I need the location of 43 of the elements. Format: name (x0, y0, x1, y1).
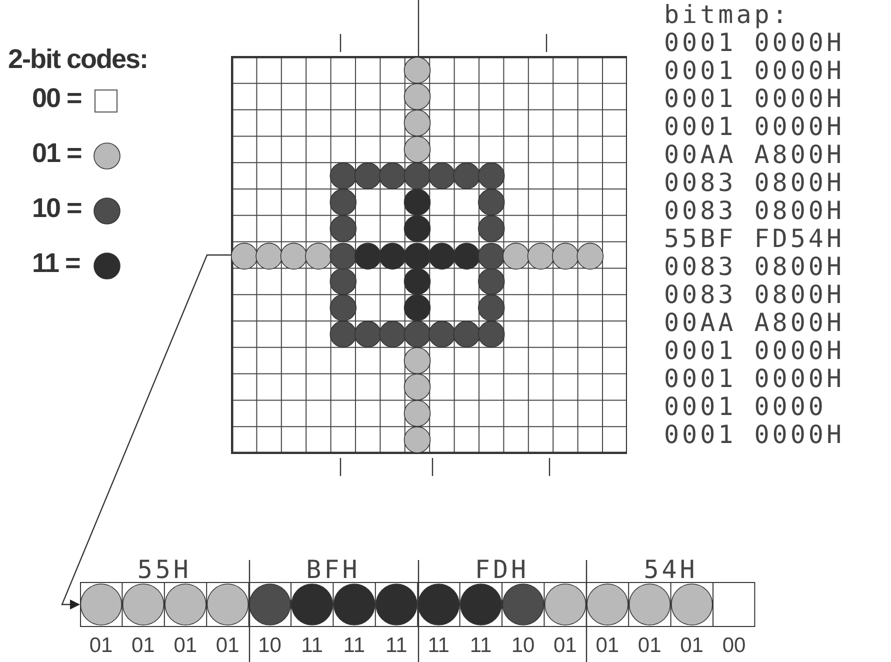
bit-code: 01 (130, 634, 156, 658)
hex-value: 0083 0800H (664, 253, 845, 281)
bit-code: 11 (384, 634, 408, 658)
hex-value: 00AA A800H (664, 141, 845, 169)
hex-value: 0001 0000 (664, 393, 826, 421)
legend-label: 00 = (32, 83, 82, 114)
bit-code: 01 (172, 634, 198, 658)
hex-value: 0083 0800H (664, 169, 845, 197)
legend-label: 01 = (32, 138, 82, 169)
hex-value: 0001 0000H (664, 29, 845, 57)
bit-code: 01 (679, 634, 704, 658)
legend-label: 11 = (32, 248, 80, 279)
legend-label: 10 = (32, 193, 82, 224)
bit-code: 01 (594, 634, 620, 658)
bit-code: 01 (552, 634, 578, 658)
bit-code: 01 (88, 634, 114, 658)
byte-value: BFH (305, 556, 362, 584)
hex-value: 0001 0000H (664, 85, 845, 113)
leader-arrow (61, 254, 232, 610)
byte-value: 54H (642, 556, 699, 584)
hex-value: 00AA A800H (664, 309, 845, 337)
legend-title: 2-bit codes: (8, 44, 148, 75)
bit-code: 11 (426, 634, 450, 658)
hex-value: 0001 0000H (664, 337, 845, 365)
bit-code: 11 (468, 634, 493, 658)
bit-code: 10 (257, 634, 282, 658)
bit-code: 00 (721, 634, 747, 658)
hex-value: 0001 0000H (664, 113, 845, 141)
byte-value: FDH (474, 556, 530, 584)
bit-code: 01 (636, 634, 662, 658)
bit-code: 01 (214, 634, 240, 658)
hex-value: 0083 0800H (664, 281, 845, 309)
hex-value: 0001 0000H (664, 421, 845, 449)
hex-value: 0001 0000H (664, 365, 845, 393)
byte-value: 55H (136, 556, 192, 584)
bit-code: 11 (300, 634, 324, 658)
hex-value: 0083 0800H (664, 197, 845, 225)
bit-code: 10 (510, 634, 536, 658)
bitmap-heading: bitmap: (664, 1, 790, 29)
pixel-strip (80, 582, 756, 627)
bit-code: 11 (342, 634, 366, 658)
hex-value: 55BF FD54H (664, 225, 845, 253)
hex-value: 0001 0000H (664, 57, 845, 85)
